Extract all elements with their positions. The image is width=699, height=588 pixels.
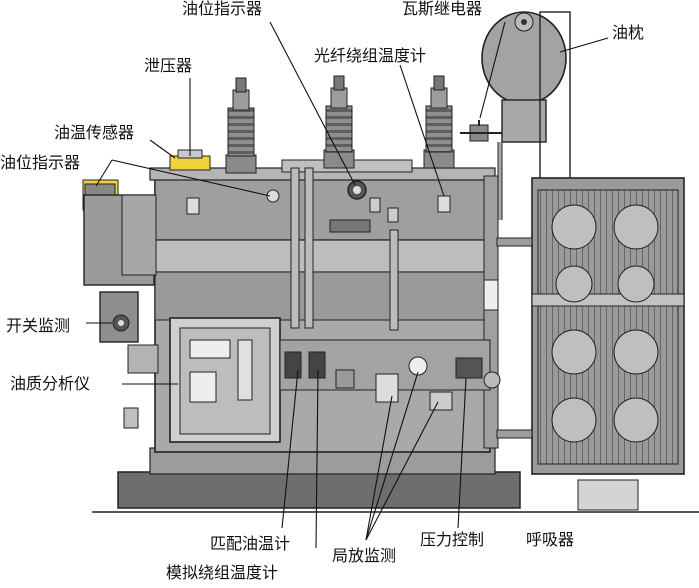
label-gas-relay: 瓦斯继电器 (402, 0, 483, 18)
bushing-left (225, 77, 257, 174)
bushing-middle (323, 75, 355, 169)
label-switch-monitor: 开关监测 (6, 316, 71, 335)
control-cabinet (169, 317, 281, 443)
left-cabinet (82, 179, 159, 429)
leader-lines (86, 21, 609, 549)
gas-relay (460, 120, 502, 142)
fiber-optic-thermometer (329, 180, 399, 233)
plaque-right (437, 195, 451, 213)
label-oil-level-indicator-left: 油位指示器 (0, 153, 81, 172)
bushing-right (423, 75, 455, 169)
label-pressure-control: 压力控制 (420, 530, 485, 549)
radiator-bank (496, 177, 685, 511)
label-oil-level-indicator-top: 油位指示器 (182, 0, 263, 18)
oil-level-gauge (266, 189, 280, 203)
label-conservator: 油枕 (612, 23, 645, 42)
label-partial-discharge: 局放监测 (332, 546, 397, 565)
monitoring-strip (279, 279, 501, 411)
label-analog-winding-temp: 模拟绕组温度计 (166, 563, 279, 582)
label-oil-quality-analyzer: 油质分析仪 (10, 374, 91, 393)
label-fiber-optic-temp: 光纤绕组温度计 (314, 46, 427, 65)
plaque-left (186, 197, 200, 215)
label-matching-oil-temp: 匹配油温计 (210, 534, 291, 553)
conservator-tank (481, 11, 571, 220)
label-breather: 呼吸器 (526, 530, 575, 549)
label-oil-temp-sensor: 油温传感器 (54, 123, 135, 142)
label-pressure-relief: 泄压器 (144, 56, 193, 75)
